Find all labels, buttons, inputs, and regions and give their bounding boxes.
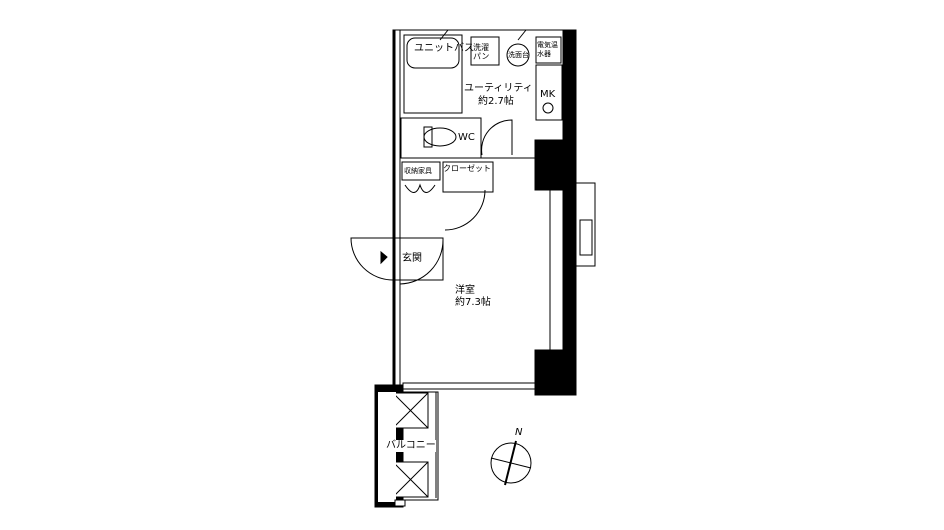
storage — [401, 161, 441, 181]
washbasin — [506, 43, 530, 67]
east-wall — [562, 189, 577, 396]
washbasin-label: 洗面台 — [508, 51, 529, 59]
utility-size: 約2.7帖 — [478, 96, 514, 107]
compass — [490, 440, 532, 486]
laundry-pan — [470, 36, 500, 66]
entrance-label: 玄関 — [402, 253, 422, 264]
unit-bath — [403, 34, 463, 114]
western-room-label: 洋室 — [455, 285, 475, 296]
laundry-pan-label: 洗濯パン — [473, 43, 490, 61]
utility-label: ユーティリティ — [464, 83, 533, 94]
unit-bath-label: ユニットバス — [414, 43, 474, 54]
storage-label: 収納家具 — [404, 167, 432, 175]
balcony-label: バルコニー — [386, 440, 436, 452]
mini-kitchen — [535, 64, 563, 121]
western-room-size: 約7.3帖 — [455, 297, 491, 308]
closet — [442, 161, 494, 193]
west-wall — [392, 29, 396, 386]
wc-room — [400, 117, 482, 159]
water-heater-label: 電気温水器 — [537, 41, 558, 58]
wc-label: WC — [458, 132, 475, 143]
north-label: N — [515, 427, 523, 438]
mini-kitchen-label: MK — [540, 89, 556, 100]
closet-label: クローゼット — [443, 164, 491, 173]
